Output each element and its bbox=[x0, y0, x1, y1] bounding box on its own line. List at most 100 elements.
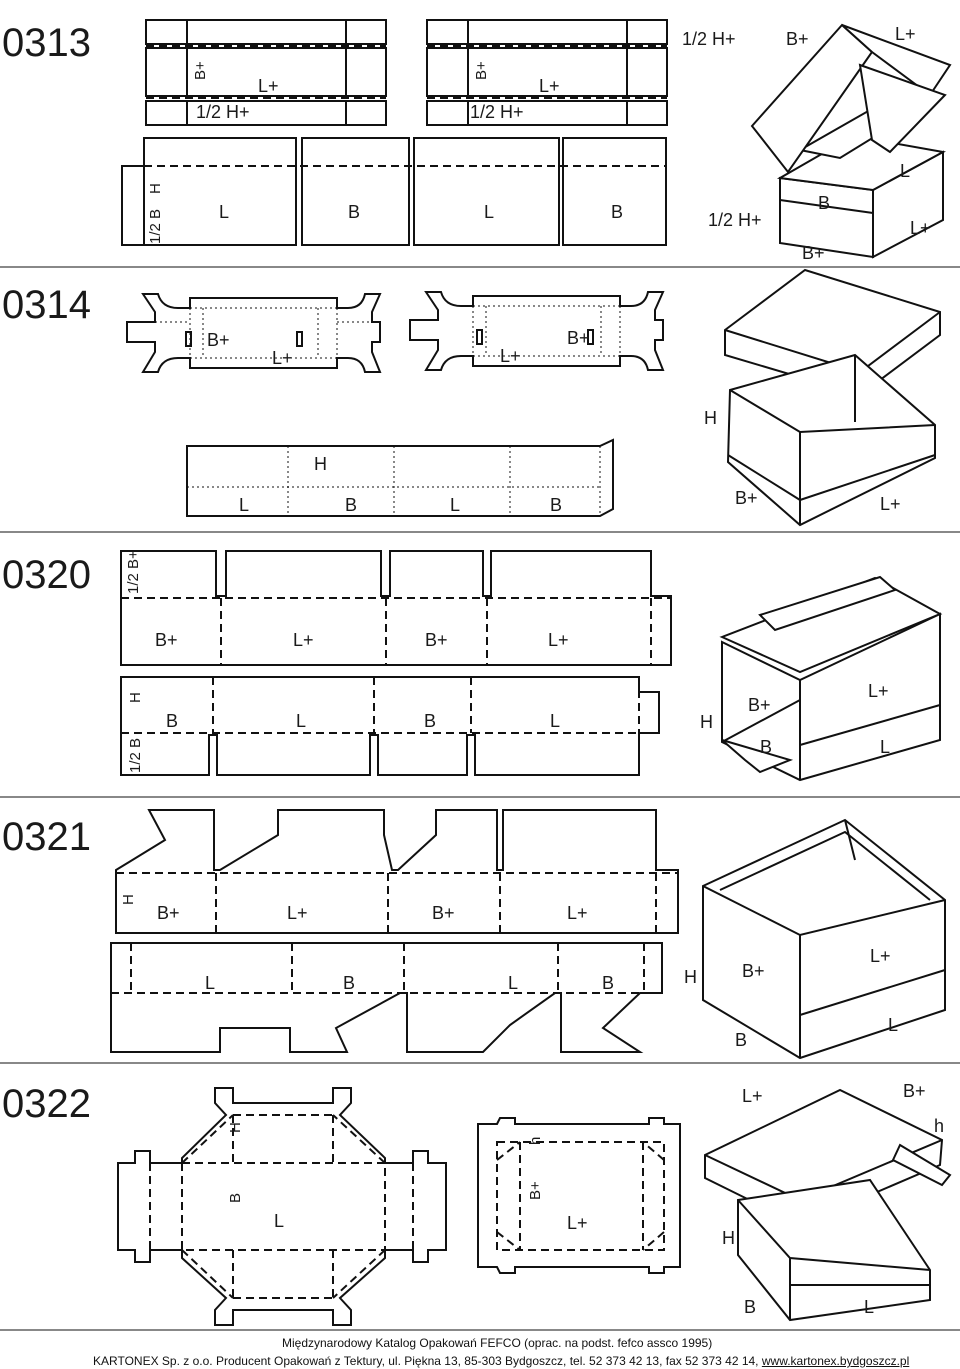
dim-label: L+ bbox=[567, 1213, 588, 1233]
dim-label: 1/2 B bbox=[127, 738, 144, 773]
dim-label: B+ bbox=[567, 328, 590, 348]
dim-label: B bbox=[735, 1030, 747, 1050]
dim-label: B bbox=[611, 202, 623, 222]
section-0313: 0313 B+ L+ 1/2 H+ bbox=[2, 19, 952, 263]
dim-label: B bbox=[227, 1193, 244, 1203]
dim-label: B+ bbox=[742, 961, 765, 981]
dim-label: 1/2 H+ bbox=[196, 102, 250, 122]
dim-label: B bbox=[345, 495, 357, 515]
dim-label: B bbox=[744, 1297, 756, 1317]
dim-label: B+ bbox=[735, 488, 758, 508]
section-0320: 0320 1/2 B+ B+ L+ B+ L+ H 1/2 B B L bbox=[2, 550, 943, 782]
dim-label: B+ bbox=[157, 903, 180, 923]
lid-blank: H B+ L+ B+ L+ bbox=[115, 809, 679, 934]
box-3d-view: 1/2 H+ B+ L+ L B 1/2 H+ L+ B+ bbox=[682, 23, 952, 263]
dim-label: L+ bbox=[287, 903, 308, 923]
dim-label: B bbox=[818, 193, 830, 213]
dim-label: B+ bbox=[748, 695, 771, 715]
dim-label: L bbox=[239, 495, 249, 515]
dim-label: B bbox=[760, 737, 772, 757]
box-3d-view: H B+ L+ B L bbox=[684, 818, 946, 1060]
dim-label: L+ bbox=[500, 346, 521, 366]
dim-label: B bbox=[550, 495, 562, 515]
dim-label: H bbox=[127, 692, 144, 703]
dim-label: L+ bbox=[548, 630, 569, 650]
body-blank: H 1/2 B L B L B bbox=[121, 137, 667, 246]
dim-label: B+ bbox=[155, 630, 178, 650]
dim-label: B+ bbox=[802, 243, 825, 263]
dim-label: L bbox=[550, 711, 560, 731]
body-blank: L B L B bbox=[110, 942, 663, 1053]
dim-label: L bbox=[274, 1211, 284, 1231]
dim-label: L bbox=[864, 1297, 874, 1317]
dim-label: L+ bbox=[895, 24, 916, 44]
lid-blank: 1/2 B+ B+ L+ B+ L+ bbox=[120, 550, 672, 666]
section-0314: 0314 B+ L+ B+ bbox=[2, 268, 941, 527]
dim-label: H bbox=[314, 454, 327, 474]
dim-label: B+ bbox=[527, 1181, 544, 1200]
dim-label: L bbox=[296, 711, 306, 731]
dim-label: L bbox=[888, 1015, 898, 1035]
dim-label: L+ bbox=[258, 76, 279, 96]
footer-company-address: KARTONEX Sp. z o.o. Producent Opakowań z… bbox=[93, 1354, 759, 1368]
footer-catalog-credit: Międzynarodowy Katalog Opakowań FEFCO (o… bbox=[282, 1336, 713, 1350]
dim-label: B+ bbox=[432, 903, 455, 923]
dim-label: B+ bbox=[903, 1081, 926, 1101]
lid-blank-1: B+ L+ 1/2 H+ bbox=[145, 19, 387, 126]
dim-label: L+ bbox=[539, 76, 560, 96]
footer-company-line: KARTONEX Sp. z o.o. Producent Opakowań z… bbox=[93, 1354, 909, 1368]
dim-label: L bbox=[219, 202, 229, 222]
dim-label: 1/2 B+ bbox=[125, 550, 142, 594]
box-3d-view: H B+ L+ B L bbox=[700, 575, 943, 782]
section-0322: 0322 H B L bbox=[2, 1081, 952, 1326]
style-code-0321: 0321 bbox=[2, 815, 91, 859]
lid-blank-1: B+ L+ bbox=[126, 293, 382, 373]
box-3d-view: H B+ L+ bbox=[704, 268, 941, 527]
dim-label: H bbox=[227, 1122, 244, 1133]
dim-label: h bbox=[934, 1116, 944, 1136]
dim-label: B bbox=[343, 973, 355, 993]
dim-label: L bbox=[900, 161, 910, 181]
footer-website-link[interactable]: www.kartonex.bydgoszcz.pl bbox=[761, 1354, 910, 1368]
dim-label: L+ bbox=[742, 1086, 763, 1106]
style-code-0313: 0313 bbox=[2, 21, 91, 65]
dim-label: L+ bbox=[868, 681, 889, 701]
dim-label: L+ bbox=[870, 946, 891, 966]
dim-label: L+ bbox=[910, 218, 931, 238]
lid-blank-2: B+ L+ 1/2 H+ bbox=[426, 19, 668, 126]
dim-label: B bbox=[424, 711, 436, 731]
dim-label: H bbox=[120, 894, 137, 905]
body-blank: H L B L B bbox=[186, 438, 614, 517]
style-code-0322: 0322 bbox=[2, 1082, 91, 1126]
dim-label: 1/2 B bbox=[147, 209, 164, 244]
dim-label: L+ bbox=[567, 903, 588, 923]
style-code-0320: 0320 bbox=[2, 553, 91, 597]
body-blank: H 1/2 B B L B L bbox=[120, 676, 660, 776]
dim-label: B+ bbox=[786, 29, 809, 49]
section-0321: 0321 H B+ L+ B+ L+ L B L B bbox=[2, 809, 946, 1060]
dim-label: L bbox=[205, 973, 215, 993]
dim-label: L+ bbox=[293, 630, 314, 650]
dim-label: 1/2 H+ bbox=[682, 29, 736, 49]
dim-label: H bbox=[704, 408, 717, 428]
dim-label: L bbox=[484, 202, 494, 222]
dim-label: L+ bbox=[880, 494, 901, 514]
dim-label: B bbox=[166, 711, 178, 731]
dim-label: H bbox=[147, 183, 164, 194]
lid-blank-2: B+ L+ bbox=[409, 291, 665, 371]
dim-label: B bbox=[602, 973, 614, 993]
blank-large: H B L bbox=[117, 1087, 447, 1326]
box-3d-view: L+ B+ h H B L bbox=[704, 1081, 952, 1322]
dim-label: H bbox=[722, 1228, 735, 1248]
dim-label: B+ bbox=[207, 330, 230, 350]
dim-label: B+ bbox=[425, 630, 448, 650]
dim-label: B+ bbox=[473, 61, 490, 80]
style-code-0314: 0314 bbox=[2, 283, 91, 327]
blank-small: h B+ L+ bbox=[477, 1117, 681, 1274]
dim-label: h bbox=[527, 1137, 544, 1145]
dim-label: L bbox=[450, 495, 460, 515]
dim-label: B+ bbox=[192, 61, 209, 80]
dim-label: L bbox=[880, 737, 890, 757]
dim-label: 1/2 H+ bbox=[470, 102, 524, 122]
